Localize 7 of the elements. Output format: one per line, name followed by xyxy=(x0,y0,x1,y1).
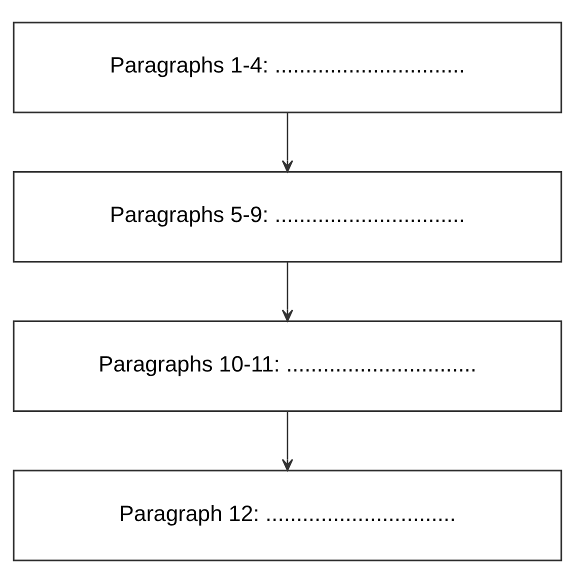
arrow xyxy=(282,411,294,472)
node-box: Paragraphs 5-9: ............................... xyxy=(12,171,562,263)
node-box: Paragraphs 1-4: ............................... xyxy=(12,22,562,114)
arrow xyxy=(282,262,294,322)
node-box: Paragraphs 10-11: ............................... xyxy=(12,320,562,412)
node-box: Paragraph 12: ............................... xyxy=(12,470,562,562)
arrow xyxy=(282,112,294,172)
